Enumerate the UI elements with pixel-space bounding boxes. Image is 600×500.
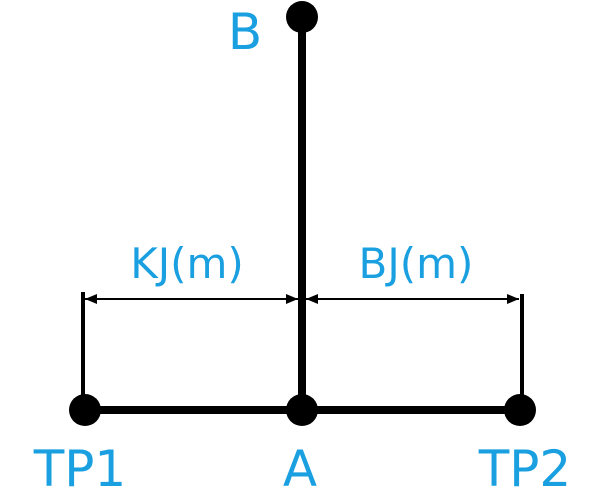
label-tp2: TP2 bbox=[478, 440, 572, 498]
label-b: B bbox=[228, 3, 262, 61]
label-tp1: TP1 bbox=[33, 440, 127, 498]
point-a-marker bbox=[286, 394, 318, 426]
point-b-marker bbox=[286, 1, 318, 33]
label-left-dimension: KJ(m) bbox=[130, 239, 244, 288]
point-tp1-marker bbox=[69, 394, 101, 426]
point-tp2-marker bbox=[504, 394, 536, 426]
label-right-dimension: BJ(m) bbox=[359, 239, 474, 288]
label-a: A bbox=[283, 440, 317, 498]
